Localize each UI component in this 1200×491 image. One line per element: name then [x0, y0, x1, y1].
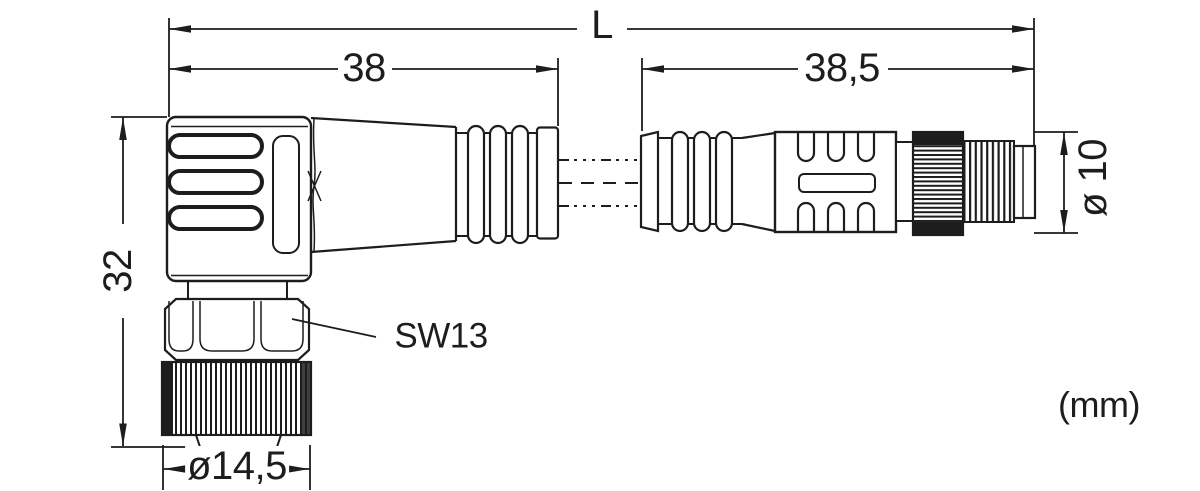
- m8-body: [773, 130, 898, 234]
- m8-neck: [895, 141, 914, 222]
- arrowhead: [169, 65, 191, 73]
- dimension-arrowheads: [119, 25, 1068, 473]
- dim-right-diameter-label: ø 10: [1071, 136, 1115, 220]
- m12-mould-seam: [307, 118, 322, 252]
- m12-body-edge-lines: [171, 125, 308, 277]
- m12-grip-slots: [167, 133, 264, 231]
- m8-body-top-cutouts: [796, 133, 876, 163]
- dimension-lines: [111, 18, 1078, 490]
- dim-left-length-label: 38: [340, 46, 388, 90]
- m12-strain-relief-ribs: [466, 124, 530, 245]
- m8-cable-collar: [639, 130, 660, 233]
- m12-neck: [187, 281, 288, 299]
- arrowhead: [1012, 65, 1034, 73]
- m8-taper: [741, 131, 776, 233]
- wrench-size-label: SW13: [392, 316, 490, 356]
- m8-body-bottom-cutouts: [796, 201, 876, 231]
- m12-gland-surface: [456, 132, 537, 237]
- m12-taper: [310, 116, 458, 254]
- dim-overall-length-label: L: [589, 3, 615, 47]
- arrowhead: [1060, 132, 1068, 155]
- arrowhead: [1012, 25, 1034, 33]
- arrowhead: [119, 423, 127, 446]
- m12-hex-facets: [168, 301, 304, 352]
- m8-straight-male-connector: [639, 130, 1037, 237]
- arrowhead: [119, 117, 127, 140]
- cable-break-lines: [559, 159, 642, 207]
- arrowhead: [642, 65, 664, 73]
- dim-right-length-label: 38,5: [802, 46, 882, 90]
- m8-body-slot: [798, 173, 876, 193]
- sw13-leader-line: [291, 318, 377, 338]
- m8-gland-surface: [658, 137, 742, 225]
- arrowhead: [1060, 210, 1068, 233]
- m12-angled-female-connector: [160, 115, 560, 448]
- arrowhead: [163, 465, 186, 473]
- arrowhead: [287, 465, 310, 473]
- units-label: (mm): [1056, 384, 1142, 425]
- dim-height-label: 32: [96, 247, 140, 295]
- arrowhead: [169, 25, 191, 33]
- extension-lines: [111, 18, 1078, 490]
- arrowhead: [536, 65, 558, 73]
- m12-knurled-ring: [160, 360, 313, 437]
- m8-tip: [1012, 144, 1037, 220]
- m12-side-slot: [272, 135, 300, 254]
- m12-cable-collar: [535, 126, 560, 240]
- m8-thread: [962, 140, 1015, 223]
- m8-strain-relief-ribs: [670, 130, 734, 233]
- m8-knurled-nut: [911, 130, 965, 237]
- dim-left-diameter-label: ø14,5: [185, 444, 289, 488]
